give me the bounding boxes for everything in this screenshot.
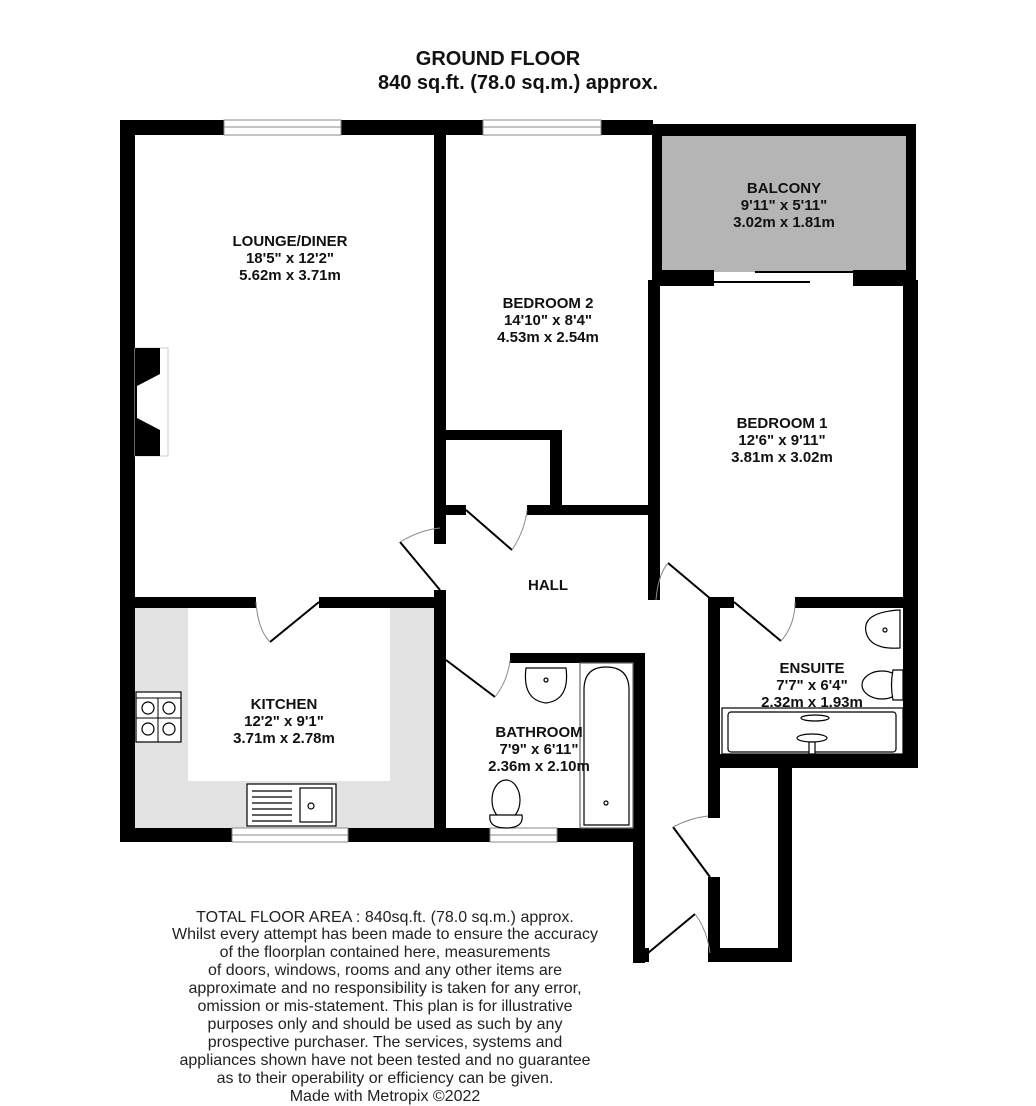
room-size-metric: 2.36m x 2.10m xyxy=(488,758,590,775)
room-size-imperial: 18'5" x 12'2" xyxy=(245,250,335,267)
disclaimer-line: as to their operability or efficiency ca… xyxy=(216,1070,554,1087)
room-name: ENSUITE xyxy=(779,660,845,677)
room-lounge-diner: LOUNGE/DINER 18'5" x 12'2" 5.62m x 3.71m xyxy=(232,233,347,284)
room-hall: HALL xyxy=(528,577,568,594)
room-bathroom: BATHROOM 7'9" x 6'11" 2.36m x 2.10m xyxy=(488,724,590,775)
room-balcony: BALCONY 9'11" x 5'11" 3.02m x 1.81m xyxy=(733,180,835,231)
credit: Made with Metropix ©2022 xyxy=(289,1088,481,1105)
room-size-metric: 5.62m x 3.71m xyxy=(239,267,341,284)
room-bedroom-1: BEDROOM 1 12'6" x 9'11" 3.81m x 3.02m xyxy=(731,415,833,466)
room-size-metric: 3.81m x 3.02m xyxy=(731,449,833,466)
room-name: BEDROOM 2 xyxy=(502,295,594,312)
room-name: BALCONY xyxy=(746,180,822,197)
room-name: HALL xyxy=(528,577,568,594)
kitchen-floor xyxy=(188,608,390,781)
toilet-icon xyxy=(489,779,523,829)
room-size-metric: 3.02m x 1.81m xyxy=(733,214,835,231)
floor-title: GROUND FLOOR xyxy=(415,48,581,70)
room-name: BATHROOM xyxy=(495,724,583,741)
room-size-imperial: 12'2" x 9'1" xyxy=(244,713,324,730)
disclaimer-line: omission or mis-statement. This plan is … xyxy=(197,998,573,1033)
room-size-metric: 2.32m x 1.93m xyxy=(761,694,863,711)
kitchen-sink-icon xyxy=(246,783,337,827)
floor-area: 840 sq.ft. (78.0 sq.m.) approx. xyxy=(377,72,659,94)
room-name: KITCHEN xyxy=(250,696,318,713)
room-size-metric: 3.71m x 2.78m xyxy=(233,730,335,747)
room-size-metric: 4.53m x 2.54m xyxy=(497,329,599,346)
room-size-imperial: 12'6" x 9'11" xyxy=(738,432,826,449)
floorplan xyxy=(120,119,918,963)
shower-tray-icon xyxy=(721,707,904,755)
bathtub-icon xyxy=(579,662,634,829)
sliding-door xyxy=(714,271,853,283)
hob-icon xyxy=(135,691,182,743)
disclaimer-line: Whilst every attempt has been made to en… xyxy=(172,926,598,961)
doors xyxy=(255,509,796,954)
disclaimer-line: of doors, windows, rooms and any other i… xyxy=(188,962,582,997)
bathroom-basin-icon xyxy=(524,667,568,704)
room-bedroom-2: BEDROOM 2 14'10" x 8'4" 4.53m x 2.54m xyxy=(497,295,599,346)
disclaimer-line: prospective purchaser. The services, sys… xyxy=(179,1034,591,1069)
room-size-imperial: 7'7" x 6'4" xyxy=(776,677,848,694)
windows xyxy=(223,119,602,843)
ensuite-toilet-icon xyxy=(861,669,904,701)
room-ensuite: ENSUITE 7'7" x 6'4" 2.32m x 1.93m xyxy=(761,660,863,711)
room-size-imperial: 9'11" x 5'11" xyxy=(740,197,828,214)
fireplace xyxy=(134,347,169,457)
room-name: BEDROOM 1 xyxy=(736,415,828,432)
ensuite-basin-icon xyxy=(865,609,901,649)
room-name: LOUNGE/DINER xyxy=(232,233,348,250)
room-kitchen: KITCHEN 12'2" x 9'1" 3.71m x 2.78m xyxy=(233,696,335,747)
total-floor-area: TOTAL FLOOR AREA : 840sq.ft. (78.0 sq.m.… xyxy=(196,909,574,926)
disclaimer: Whilst every attempt has been made to en… xyxy=(170,926,600,1106)
room-size-imperial: 14'10" x 8'4" xyxy=(503,312,593,329)
room-size-imperial: 7'9" x 6'11" xyxy=(499,741,579,758)
walls xyxy=(120,120,918,963)
balcony-fill xyxy=(660,132,907,272)
